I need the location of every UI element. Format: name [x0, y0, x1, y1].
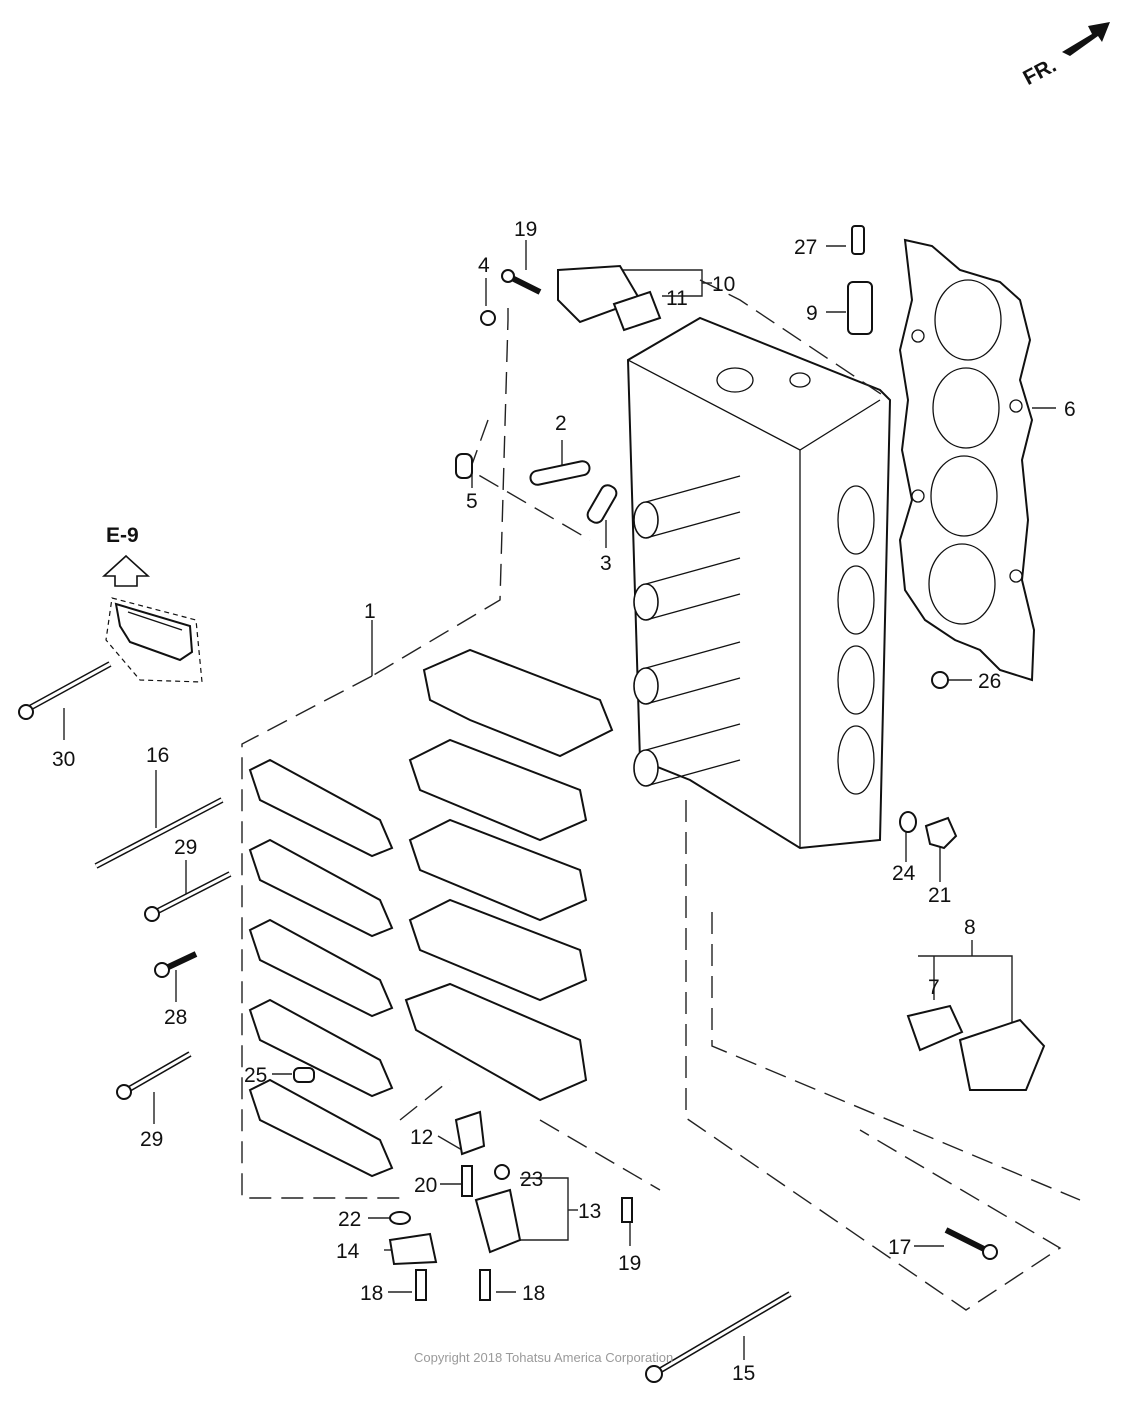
callout-8: 8: [964, 916, 976, 939]
leader-lines: [63, 240, 1081, 1360]
callout-16: 16: [146, 744, 169, 767]
callout-20: 20: [414, 1174, 437, 1197]
callout-9: 9: [806, 302, 818, 325]
callout-3: 3: [600, 552, 612, 575]
front-direction-indicator: FR.: [1019, 22, 1110, 90]
small-parts: [18, 225, 1046, 1383]
callout-15: 15: [732, 1362, 755, 1385]
head-gasket: [898, 238, 1036, 682]
callout-4: 4: [478, 254, 490, 277]
callout-22: 22: [338, 1208, 361, 1231]
callout-19a: 19: [514, 218, 537, 241]
callout-19b: 19: [618, 1252, 641, 1275]
reference-e9: E-9: [101, 524, 203, 683]
callout-14: 14: [336, 1240, 360, 1263]
bearing-caps: [248, 758, 394, 1178]
callout-29a: 29: [174, 836, 197, 859]
callout-29b: 29: [140, 1128, 163, 1151]
callouts: 1 2 3 4 5 6 7 8 9 10 11 12 13 14 15 16 1…: [52, 218, 1076, 1385]
callout-27: 27: [794, 236, 817, 259]
callout-6: 6: [1064, 398, 1076, 421]
cylinder-head: [626, 316, 892, 850]
callout-11: 11: [666, 287, 688, 310]
callout-30: 30: [52, 748, 75, 771]
callout-13: 13: [578, 1200, 601, 1223]
callout-1: 1: [364, 600, 376, 623]
callout-17: 17: [888, 1236, 911, 1259]
up-arrow-icon: [101, 554, 151, 587]
callout-28: 28: [164, 1006, 187, 1029]
callout-5: 5: [466, 490, 478, 513]
callout-24: 24: [892, 862, 916, 885]
reference-label: E-9: [106, 524, 139, 547]
front-label: FR.: [1019, 54, 1060, 90]
callout-18a: 18: [360, 1282, 383, 1305]
reference-part-icon: [114, 602, 194, 662]
camshaft-caps: [404, 648, 614, 1102]
callout-7: 7: [928, 976, 940, 999]
callout-26: 26: [978, 670, 1001, 693]
copyright-notice: Copyright 2018 Tohatsu America Corporati…: [414, 1350, 673, 1365]
callout-18b: 18: [522, 1282, 545, 1305]
callout-25: 25: [244, 1064, 267, 1087]
callout-10: 10: [712, 273, 735, 296]
callout-2: 2: [555, 412, 567, 435]
reference-part-outline: [105, 597, 203, 683]
callout-23: 23: [520, 1168, 543, 1191]
front-arrow-icon: [1062, 22, 1110, 56]
callout-12: 12: [410, 1126, 433, 1149]
callout-21: 21: [928, 884, 951, 907]
